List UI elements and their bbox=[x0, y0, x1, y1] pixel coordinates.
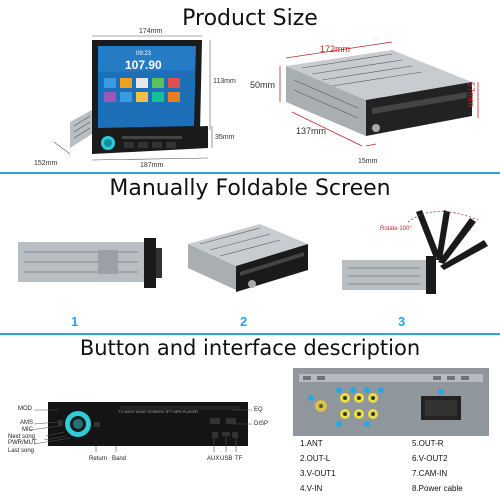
fold-step-1-illustration bbox=[18, 238, 162, 288]
port-list-right: 5.OUT-R 6.V-OUT2 7.CAM-IN 8.Power cable bbox=[412, 436, 463, 496]
port-item: 3.V-OUT1 bbox=[300, 469, 336, 478]
radio-front-illustration bbox=[53, 35, 213, 161]
front-panel-illustration bbox=[29, 402, 252, 452]
dimension-rear-width: 172mm bbox=[320, 44, 351, 54]
port-item: 5.OUT-R bbox=[412, 439, 444, 448]
panel-model-text: 7.0 INCH WIDE SCREEN TFT MP5 PLAYER bbox=[118, 409, 199, 414]
fold-step-2-illustration bbox=[188, 224, 308, 292]
section-title-product-size: Product Size bbox=[182, 6, 318, 31]
label-next-song: Next song bbox=[8, 434, 36, 440]
dimension-width-top: 174mm bbox=[139, 28, 163, 35]
label-last-song: Last song bbox=[8, 448, 35, 454]
label-mic: MIC bbox=[22, 427, 33, 433]
port-item: 8.Power cable bbox=[412, 484, 463, 493]
divider-line bbox=[0, 172, 500, 174]
dimension-rear-height: 50mm bbox=[250, 80, 276, 90]
label-ams: AMS bbox=[20, 420, 34, 426]
port-item: 7.CAM-IN bbox=[412, 469, 448, 478]
dimension-depth: 152mm bbox=[34, 160, 58, 167]
label-eq: EQ bbox=[254, 407, 263, 413]
screen-frequency: 107.90 bbox=[125, 58, 162, 72]
port-item: 4.V-IN bbox=[300, 484, 323, 493]
label-return: Return bbox=[89, 456, 108, 462]
label-usb: USB bbox=[220, 456, 233, 462]
label-tf: TF bbox=[235, 456, 243, 462]
step-number-1: 1 bbox=[71, 314, 79, 329]
dimension-screen-height: 113mm bbox=[213, 78, 236, 85]
dimension-rear-side-height: 57mm bbox=[466, 82, 476, 108]
rotate-label: Rotate 100° bbox=[380, 226, 412, 232]
step-number-3: 3 bbox=[398, 314, 406, 329]
port-item: 6.V-OUT2 bbox=[412, 454, 448, 463]
port-item: 2.OUT-L bbox=[300, 454, 331, 463]
label-mod: MOD bbox=[18, 406, 32, 412]
step-number-2: 2 bbox=[240, 314, 248, 329]
dimension-body-width: 187mm bbox=[140, 162, 164, 169]
port-item: 1.ANT bbox=[300, 439, 323, 448]
divider-line bbox=[0, 333, 500, 335]
label-pwr-mut: PWR/MUT bbox=[8, 440, 37, 446]
port-list-left: 1.ANT 2.OUT-L 3.V-OUT1 4.V-IN bbox=[300, 436, 336, 496]
dimension-body-height: 35mm bbox=[215, 134, 235, 141]
section-title-button-interface: Button and interface description bbox=[79, 336, 421, 360]
radio-rear-illustration bbox=[279, 41, 479, 147]
screen-clock: 09:23 bbox=[136, 51, 152, 57]
label-disp: DISP bbox=[254, 421, 269, 427]
label-aux: AUX bbox=[207, 456, 220, 462]
rear-interface-illustration bbox=[293, 368, 489, 436]
fold-step-3-illustration bbox=[342, 210, 488, 294]
dimension-rear-depth: 137mm bbox=[296, 126, 327, 136]
label-band: Band bbox=[112, 456, 127, 462]
section-title-foldable-screen: Manually Foldable Screen bbox=[109, 176, 391, 201]
dimension-small: 15mm bbox=[358, 158, 378, 165]
